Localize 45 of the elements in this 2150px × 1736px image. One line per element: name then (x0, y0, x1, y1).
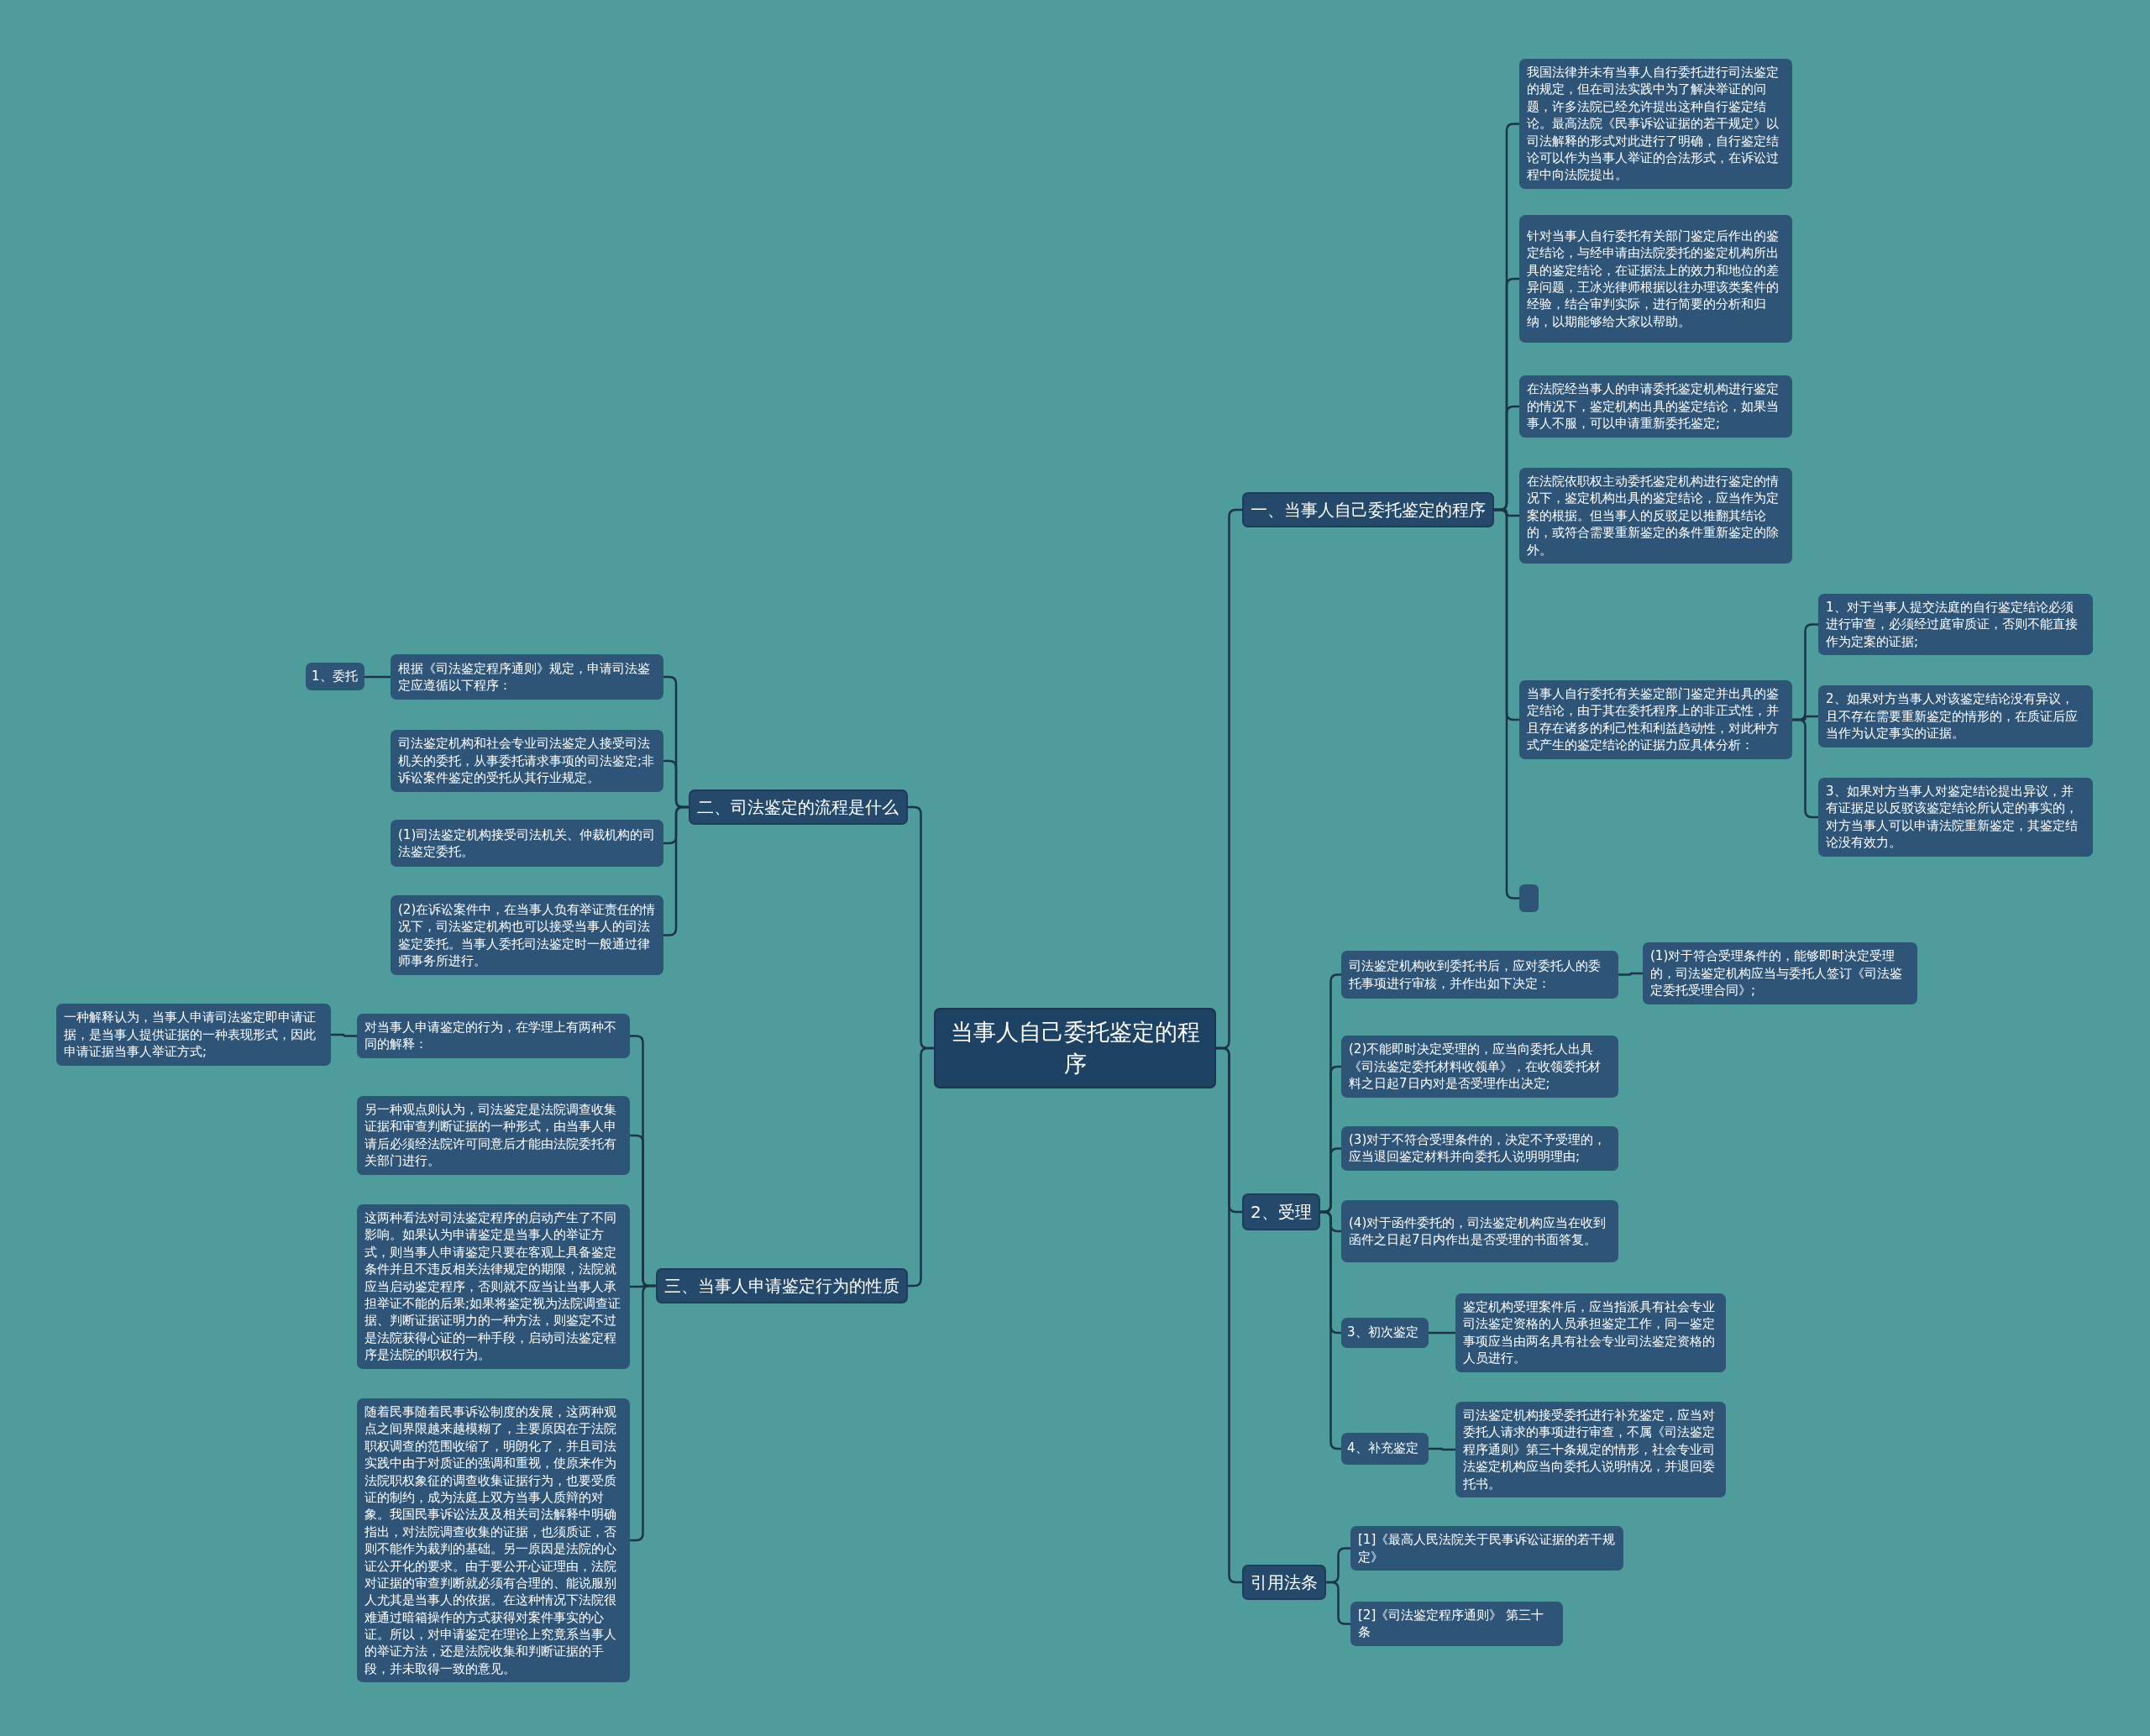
text-box: (4)对于函件委托的，司法鉴定机构应当在收到函件之日起7日内作出是否受理的书面答复。 (1341, 1200, 1618, 1262)
text-box: (1)司法鉴定机构接受司法机关、仲裁机构的司法鉴定委托。 (391, 820, 663, 867)
connector-line (630, 1284, 656, 1542)
text-box: 另一种观点则认为，司法鉴定是法院调查收集证据和审查判断证据的一种形式，由当事人申请后必须经法院许可同意后才能由法院委托有关部门进行。 (357, 1096, 630, 1175)
text-box: 司法鉴定机构收到委托书后，应对委托人的委托事项进行审核，并作出如下决定： (1341, 951, 1618, 999)
branch-topic: 2、受理 (1242, 1193, 1320, 1230)
text-box: (3)对于不符合受理条件的，决定不予受理的，应当退回鉴定材料并向委托人说明明理由; (1341, 1126, 1618, 1171)
text-box: 随着民事随着民事诉讼制度的发展，这两种观点之间界限越来越模糊了，主要原因在于法院职权调查的范围收缩了，明朗化了，并且司法实践中由于对质证的强调和重视，使原来作为法院职权象征的调查收集证据行为，也要受质证的制约，成为法庭上双方当事人质辩的对象。我国民事诉讼法及及相关司法解释中明确指出，对法院调查收集的证据，也须质证，否则不能作为裁判的基础。另一原因是法院的心证公开化的要求。由于要公开心证理由，法院对证据的审查判断就必须有合理的、能说服别人尤其是当事人的依据。在这种情况下法院很难通过暗箱操作的方式获得对案件事实的心证。所以，对申请鉴定在理论上究竟系当事人的举证方法，还是法院收集和判断证据的手段，并未取得一致的意见。 (357, 1398, 630, 1683)
branch-topic: 引用法条 (1242, 1565, 1326, 1600)
subtopic-box: 4、补充鉴定 (1341, 1433, 1429, 1465)
text-box: 一种解释认为，当事人申请司法鉴定即申请证据，是当事人提供证据的一种表现形式，因此申请证据当事人举证方式; (56, 1004, 331, 1066)
text-box: (2)在诉讼案件中，在当事人负有举证责任的情况下，司法鉴定机构也可以接受当事人的司法鉴定委托。当事人委托司法鉴定时一般通过律师事务所进行。 (391, 895, 663, 975)
text-box: [1]《最高人民法院关于民事诉讼证据的若干规定》 (1350, 1526, 1623, 1571)
text-box: 我国法律并未有当事人自行委托进行司法鉴定的规定，但在司法实践中为了解决举证的问题，许多法院已经允许提出这种自行鉴定结论。最高法院《民事诉讼证据的若干规定》以司法解释的形式对此进行了明确，自行鉴定结论可以作为当事人举证的合法形式，在诉讼过程中向法院提出。 (1519, 59, 1792, 189)
branch-topic: 三、当事人申请鉴定行为的性质 (656, 1268, 908, 1303)
subtopic-box: 3、初次鉴定 (1341, 1318, 1429, 1348)
text-box: 在法院经当事人的申请委托鉴定机构进行鉴定的情况下，鉴定机构出具的鉴定结论，如果当事人不服，可以申请重新委托鉴定; (1519, 375, 1792, 438)
text-box: 司法鉴定机构接受委托进行补充鉴定，应当对委托人请求的事项进行审查，不属《司法鉴定程序通则》第三十条规定的情形，社会专业司法鉴定机构应当向委托人说明情况，并退回委托书。 (1455, 1402, 1726, 1497)
text-box: 对当事人申请鉴定的行为，在学理上有两种不同的解释： (357, 1014, 630, 1058)
connector-line (1429, 1447, 1455, 1451)
connector-line (1429, 1331, 1455, 1335)
connector-line (1326, 1581, 1350, 1625)
text-box: 司法鉴定机构和社会专业司法鉴定人接受司法机关的委托，从事委托请求事项的司法鉴定;非诉讼案件鉴定的受托从其行业规定。 (391, 730, 663, 792)
central-topic: 当事人自己委托鉴定的程序 (934, 1008, 1216, 1088)
text-box: (2)不能即时决定受理的，应当向委托人出具《司法鉴定委托材料收领单》，在收领委托材料之日起7日内对是否受理作出决定; (1341, 1036, 1618, 1098)
connector-line (1792, 718, 1818, 819)
branch-topic: 二、司法鉴定的流程是什么 (689, 789, 908, 825)
connector-line (1618, 972, 1643, 976)
text-box: [2]《司法鉴定程序通则》 第三十条 (1350, 1602, 1563, 1646)
text-box: 根据《司法鉴定程序通则》规定，申请司法鉴定应遵循以下程序： (391, 654, 663, 700)
text-box: 3、如果对方当事人对鉴定结论提出异议，并有证据足以反驳该鉴定结论所认定的事实的，对方当事人可以申请法院重新鉴定，其鉴定结论没有效力。 (1818, 778, 2093, 857)
connector-line (364, 675, 391, 679)
text-box: 这两种看法对司法鉴定程序的启动产生了不同影响。如果认为申请鉴定是当事人的举证方式，则当事人申请鉴定只要在客观上具备鉴定条件并且不违反相关法律规定的期限，法院就应当启动鉴定程序，否则就不应当让当事人承担举证不能的后果;如果将鉴定视为法院调查证据、判断证据证明力的一种方法，则鉴定不过是法院获得心证的一种手段，启动司法鉴定程序是法院的职权行为。 (357, 1204, 630, 1369)
text-box: 针对当事人自行委托有关部门鉴定后作出的鉴定结论，与经申请由法院委托的鉴定机构所出具的鉴定结论，在证据法上的效力和地位的差异问题，王冰光律师根据以往办理该类案件的经验，结合审判实际，进行简要的分析和归纳，以期能够给大家以帮助。 (1519, 215, 1792, 343)
text-box: 在法院依职权主动委托鉴定机构进行鉴定的情况下，鉴定机构出具的鉴定结论，应当作为定案的根据。但当事人的反驳足以推翻其结论的，或符合需要重新鉴定的条件重新鉴定的除外。 (1519, 468, 1792, 564)
connector-line (908, 1046, 934, 1288)
text-box: 1、对于当事人提交法庭的自行鉴定结论必须进行审查，必须经过庭审质证，否则不能直接作为定案的证据; (1818, 594, 2093, 656)
text-box: 2、如果对方当事人对该鉴定结论没有异议，且不存在需要重新鉴定的情形的，在质证后应当作为认定事实的证据。 (1818, 685, 2093, 747)
empty-box (1519, 884, 1539, 912)
subtopic-box: 1、委托 (306, 663, 364, 690)
branch-topic: 一、当事人自己委托鉴定的程序 (1242, 492, 1494, 527)
text-box: 鉴定机构受理案件后，应当指派具有社会专业司法鉴定资格的人员承担鉴定工作，同一鉴定事项应当由两名具有社会专业司法鉴定资格的人员进行。 (1455, 1293, 1726, 1372)
text-box: 当事人自行委托有关鉴定部门鉴定并出具的鉴定结论，由于其在委托程序上的非正式性，并且存在诸多的利己性和利益趋动性，对此种方式产生的鉴定结论的证据力应具体分析： (1519, 680, 1792, 759)
text-box: (1)对于符合受理条件的，能够即时决定受理的，司法鉴定机构应当与委托人签订《司法鉴定委托受理合同》; (1643, 942, 1917, 1004)
connector-line (331, 1033, 357, 1037)
